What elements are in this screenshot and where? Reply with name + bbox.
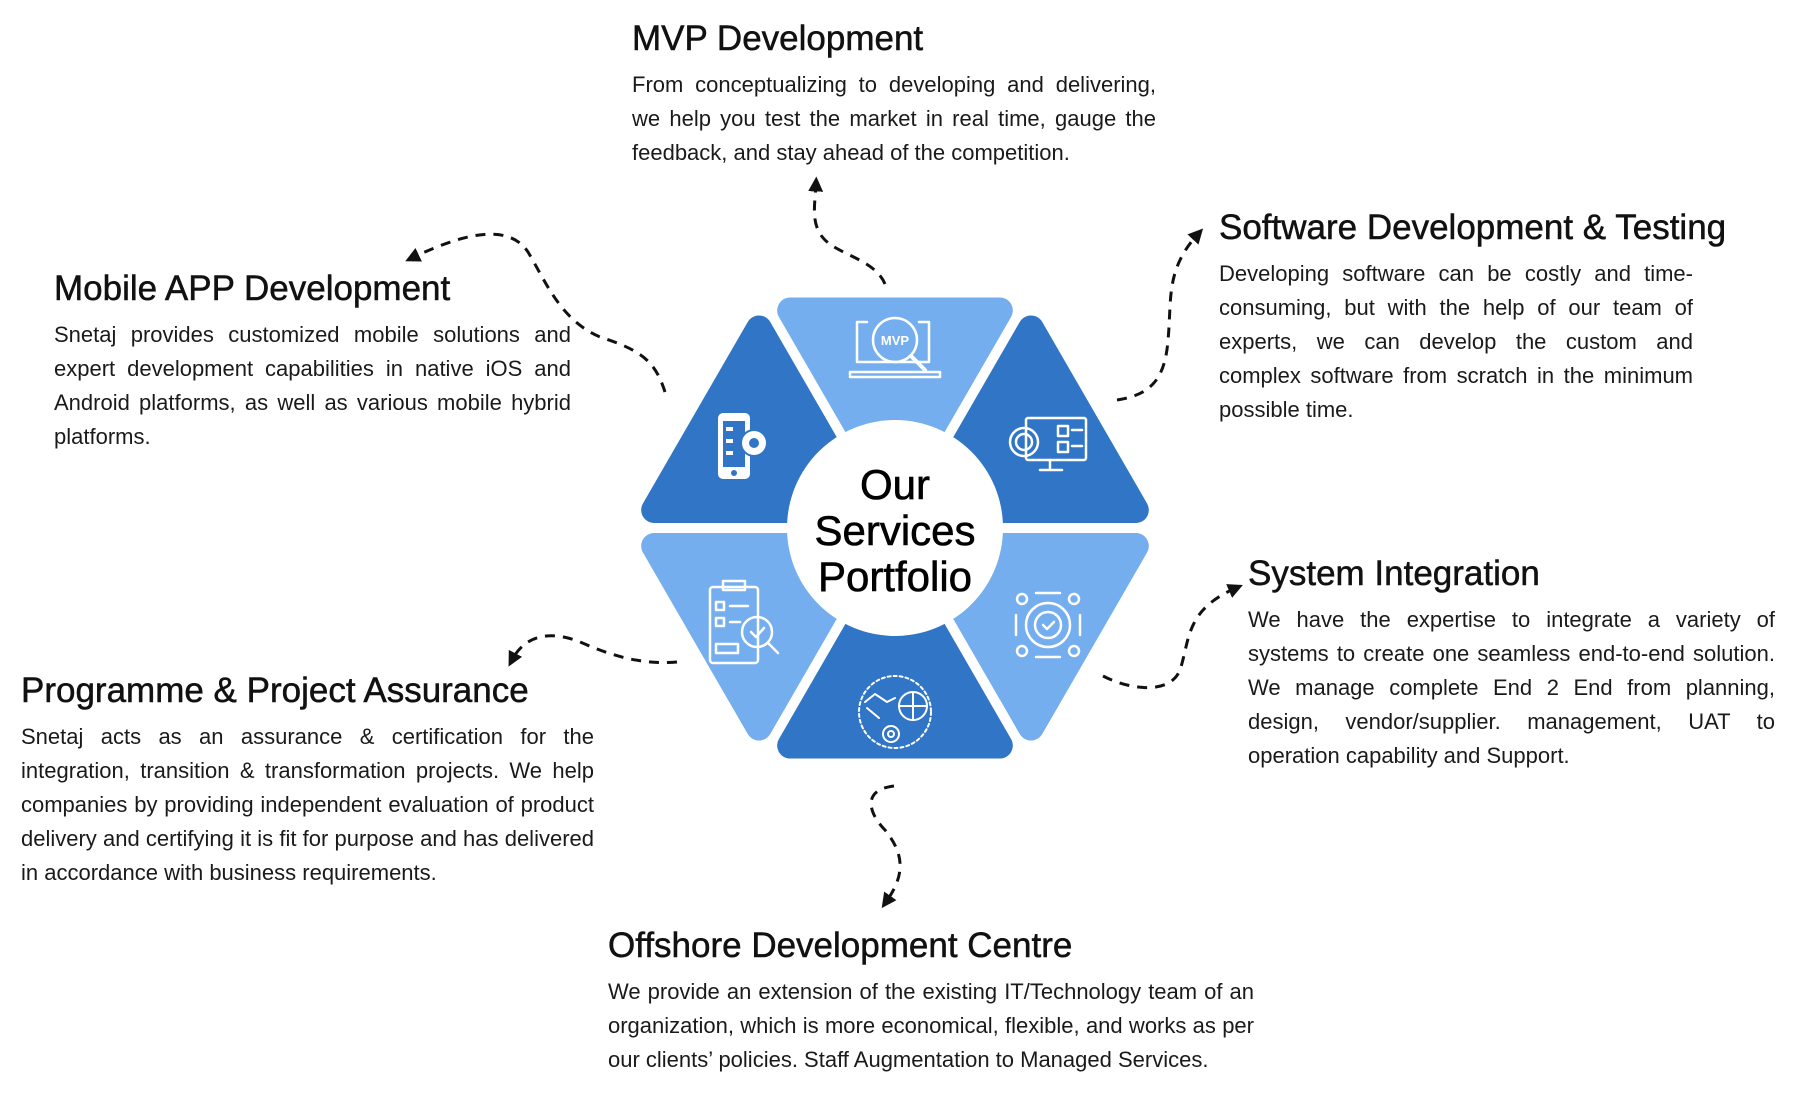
gear-network-icon — [1014, 591, 1082, 659]
service-description: From conceptualizing to developing and d… — [632, 72, 1156, 165]
service-system: System Integration We have the expertise… — [1248, 553, 1775, 773]
center-title-line-2: Services — [814, 507, 976, 554]
service-software: Software Development & Testing Developin… — [1219, 207, 1727, 427]
service-description: Snetaj provides customized mobile soluti… — [54, 322, 571, 449]
mobile-gear-icon — [718, 413, 768, 479]
arrow-to-mobile — [405, 232, 667, 393]
code-gear-monitor-icon — [1008, 416, 1088, 472]
service-title: MVP Development — [632, 19, 924, 59]
service-offshore: Offshore Development Centre We provide a… — [608, 925, 1254, 1077]
mvp-icon-label: MVP — [881, 333, 910, 348]
service-programme: Programme & Project Assurance Snetaj act… — [21, 670, 594, 890]
sector-top — [777, 297, 1013, 505]
service-mobile: Mobile APP Development Snetaj provides c… — [54, 268, 571, 454]
service-mvp: MVP Development From conceptualizing to … — [632, 18, 1156, 170]
center-circle — [787, 420, 1003, 636]
service-title: Programme & Project Assurance — [21, 671, 529, 711]
center-title-line-3: Portfolio — [817, 553, 973, 600]
mvp-magnifier-laptop-icon: MVP — [848, 316, 942, 379]
service-description: We have the expertise to integrate a var… — [1248, 607, 1775, 768]
service-title: Offshore Development Centre — [608, 926, 1073, 966]
service-description: We provide an extension of the existing … — [608, 979, 1254, 1072]
service-title: Mobile APP Development — [54, 269, 451, 309]
service-description: Snetaj acts as an assurance & certificat… — [21, 724, 594, 885]
handshake-globe-icon — [858, 675, 932, 749]
arrow-to-mvp — [808, 176, 887, 285]
arrow-to-system — [1102, 584, 1243, 690]
service-title: System Integration — [1248, 554, 1540, 594]
center-title-line-1: Our — [859, 461, 931, 508]
service-description: Developing software can be costly and ti… — [1219, 261, 1693, 422]
arrow-to-software — [1116, 228, 1204, 402]
arrow-to-programme — [508, 634, 678, 667]
service-title: Software Development & Testing — [1219, 208, 1727, 248]
sector-bottom — [777, 551, 1013, 759]
center-title: Our Services Portfolio — [787, 461, 1003, 600]
clipboard-check-icon — [708, 579, 780, 665]
arrow-to-offshore — [869, 784, 902, 909]
